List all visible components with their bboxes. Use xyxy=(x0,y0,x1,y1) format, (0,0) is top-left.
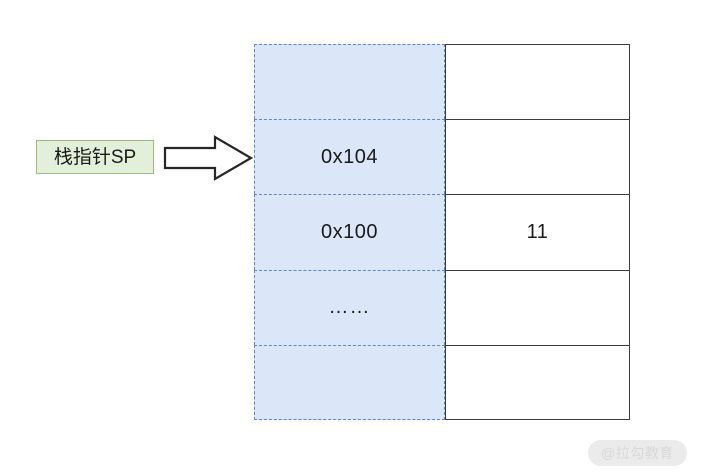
watermark-text: @拉勾教育 xyxy=(601,445,674,461)
table-row xyxy=(445,344,630,420)
table-row xyxy=(254,44,445,120)
stack-pointer-label: 栈指针SP xyxy=(36,140,154,174)
table-row: 0x104 xyxy=(254,119,445,195)
table-row: 0x100 xyxy=(254,194,445,270)
watermark: @拉勾教育 xyxy=(588,440,687,466)
table-row: 11 xyxy=(445,194,630,270)
address-cell-text: 0x100 xyxy=(321,220,378,243)
table-row xyxy=(445,44,630,120)
address-cell-text: …… xyxy=(328,296,371,319)
value-cell-text: 11 xyxy=(526,220,549,243)
right-block-arrow-icon xyxy=(163,134,254,182)
value-column: 11 xyxy=(445,44,630,420)
stack-pointer-label-text: 栈指针SP xyxy=(53,146,137,168)
table-row: …… xyxy=(254,269,445,345)
table-row xyxy=(445,119,630,195)
table-row xyxy=(445,269,630,345)
address-cell-text: 0x104 xyxy=(321,145,378,168)
address-column: 0x104 0x100 …… xyxy=(254,44,445,420)
table-row xyxy=(254,344,445,420)
memory-stack-table: 0x104 0x100 …… 11 xyxy=(254,44,630,420)
